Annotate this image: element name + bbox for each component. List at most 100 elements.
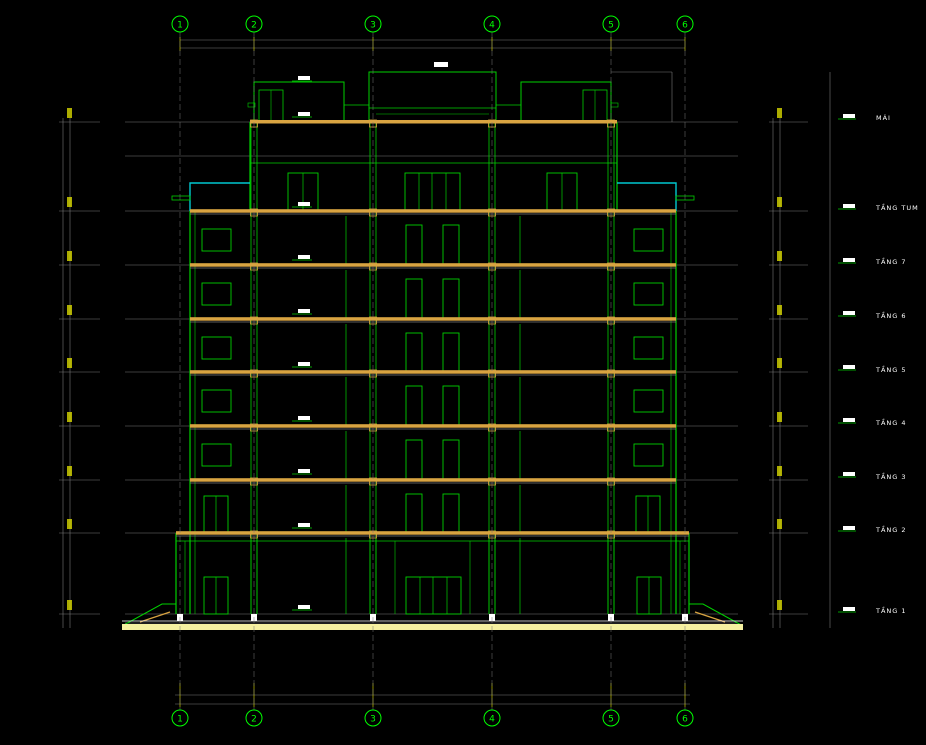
level-flag-inner bbox=[298, 202, 310, 206]
level-label-tum: TẦNG TUM bbox=[875, 202, 919, 212]
level-label-mai: MÁI bbox=[876, 113, 891, 122]
dimension-value-mark bbox=[777, 519, 782, 529]
dimension-value-mark bbox=[67, 600, 72, 610]
cornice-left bbox=[171, 195, 191, 201]
axis-label-4-top: 4 bbox=[489, 21, 495, 31]
level-label-t3: TẦNG 3 bbox=[875, 471, 907, 481]
axis-bubbles-top: 1 2 3 4 5 6 bbox=[171, 15, 694, 33]
ramp-left bbox=[121, 603, 176, 627]
level-flag-right bbox=[843, 114, 855, 118]
level-flag-right bbox=[843, 204, 855, 208]
floor-slab bbox=[190, 263, 676, 267]
axis-label-5-bottom: 5 bbox=[608, 715, 614, 725]
level-flag-right bbox=[843, 365, 855, 369]
parapet-left bbox=[189, 182, 250, 211]
ramp-right bbox=[689, 603, 744, 627]
level-flag-right bbox=[843, 258, 855, 262]
level-flag-inner bbox=[298, 309, 310, 313]
dimension-value-mark bbox=[777, 251, 782, 261]
axis-bubble-1-bottom bbox=[171, 709, 189, 727]
dimension-lines bbox=[59, 37, 856, 707]
axis-label-6-top: 6 bbox=[682, 21, 688, 31]
level-flag-inner bbox=[298, 255, 310, 259]
level-flag-inner bbox=[298, 523, 310, 527]
level-flag-right bbox=[843, 607, 855, 611]
axis-label-6-bottom: 6 bbox=[682, 715, 688, 725]
level-label-t2: TẦNG 2 bbox=[875, 524, 907, 534]
dimension-value-mark bbox=[777, 197, 782, 207]
axis-bubble-5-top bbox=[602, 15, 620, 33]
step-right bbox=[694, 611, 726, 623]
axis-label-2-bottom: 2 bbox=[251, 715, 257, 725]
dimension-value-mark bbox=[67, 251, 72, 261]
level-label-t5: TẦNG 5 bbox=[875, 364, 907, 374]
axis-label-3-bottom: 3 bbox=[370, 715, 376, 725]
ground-door-center bbox=[405, 576, 462, 615]
dimension-value-mark bbox=[67, 108, 72, 118]
axis-label-4-bottom: 4 bbox=[489, 715, 495, 725]
ground-band bbox=[122, 624, 743, 630]
floor-slab bbox=[190, 424, 676, 428]
axis-bubble-3-top bbox=[364, 15, 382, 33]
axis-bubble-5-bottom bbox=[602, 709, 620, 727]
dimension-value-mark bbox=[777, 358, 782, 368]
axis-label-5-top: 5 bbox=[608, 21, 614, 31]
axis-bubble-1-top bbox=[171, 15, 189, 33]
window-left bbox=[201, 282, 232, 306]
level-flag-inner bbox=[298, 362, 310, 366]
dimension-value-mark bbox=[777, 600, 782, 610]
dimension-value-mark bbox=[777, 466, 782, 476]
level-flag-inner bbox=[298, 112, 310, 116]
dimension-value-mark bbox=[67, 197, 72, 207]
window-left bbox=[201, 336, 232, 360]
floor-slab bbox=[190, 478, 676, 482]
window-right bbox=[633, 389, 664, 413]
axis-bubble-3-bottom bbox=[364, 709, 382, 727]
axis-label-1-top: 1 bbox=[177, 21, 183, 31]
floor-slab bbox=[176, 531, 689, 535]
level-flag-right bbox=[843, 526, 855, 530]
axis-bubble-4-bottom bbox=[483, 709, 501, 727]
axis-markers bbox=[179, 32, 686, 710]
step-left bbox=[139, 611, 171, 623]
roof-cornice-left bbox=[247, 102, 256, 108]
dimension-value-mark bbox=[777, 108, 782, 118]
level-label-t4: TẦNG 4 bbox=[875, 417, 907, 427]
level-label-t1: TẦNG 1 bbox=[875, 605, 907, 615]
level-flag-inner bbox=[298, 416, 310, 420]
dimension-value-mark bbox=[67, 358, 72, 368]
window-right bbox=[633, 228, 664, 252]
dimension-value-mark bbox=[67, 412, 72, 422]
axis-label-3-top: 3 bbox=[370, 21, 376, 31]
window-right bbox=[633, 282, 664, 306]
axis-bubble-6-bottom bbox=[676, 709, 694, 727]
level-labels: MÁI TẦNG TUM TẦNG 7 TẦNG 6 TẦNG 5 TẦNG 4… bbox=[875, 113, 919, 615]
window-left bbox=[201, 443, 232, 467]
axis-bubble-2-bottom bbox=[245, 709, 263, 727]
level-flag-right bbox=[843, 418, 855, 422]
window-right bbox=[633, 336, 664, 360]
level-flag-inner bbox=[298, 76, 310, 80]
level-label-t7: TẦNG 7 bbox=[875, 256, 907, 266]
dimension-value-mark bbox=[67, 519, 72, 529]
axis-bubble-4-top bbox=[483, 15, 501, 33]
floor-slab bbox=[190, 317, 676, 321]
dimension-value-mark bbox=[67, 305, 72, 315]
axis-bubble-6-top bbox=[676, 15, 694, 33]
dimension-value-mark bbox=[777, 412, 782, 422]
window-left bbox=[201, 228, 232, 252]
floor-slab bbox=[190, 209, 676, 213]
axis-label-1-bottom: 1 bbox=[177, 715, 183, 725]
level-flag-right bbox=[843, 472, 855, 476]
parapet-right bbox=[617, 182, 677, 211]
level-flag-right bbox=[843, 311, 855, 315]
level-flag-inner bbox=[298, 469, 310, 473]
level-label-t6: TẦNG 6 bbox=[875, 310, 907, 320]
axis-bubbles-bottom: 1 2 3 4 5 6 bbox=[171, 709, 694, 727]
level-flag-inner bbox=[298, 605, 310, 609]
floor-slab bbox=[190, 370, 676, 374]
level-flag-roof bbox=[434, 62, 448, 67]
window-right bbox=[633, 443, 664, 467]
dimension-value-mark bbox=[777, 305, 782, 315]
